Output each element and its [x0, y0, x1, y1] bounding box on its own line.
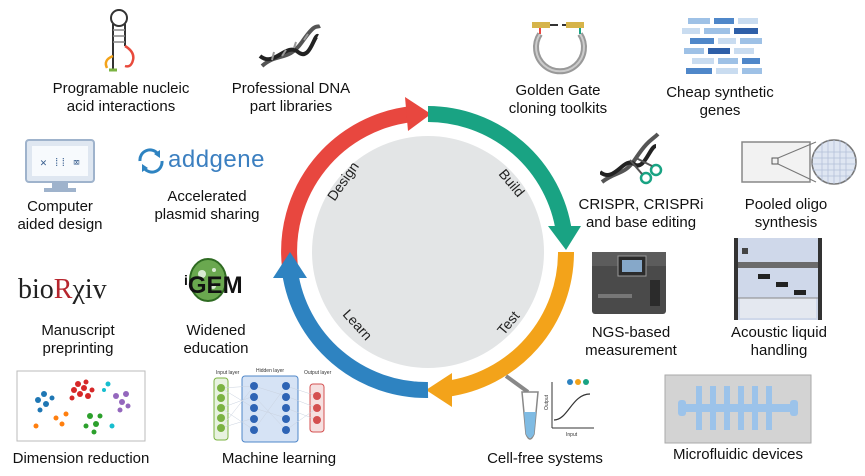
test-arrowhead [426, 373, 452, 407]
nn-hidden-layer-text: Hidden layer [256, 368, 284, 374]
label-cad: Computer aided design [17, 198, 103, 233]
design-arc [281, 106, 414, 268]
igem-logo-i: i [184, 272, 188, 288]
igem-logo: iGEM [184, 272, 243, 300]
label-dna-parts: Professional DNA part libraries [231, 80, 351, 115]
addgene-logo: addgene [168, 146, 265, 173]
label-oligo: Pooled oligo synthesis [744, 196, 828, 231]
label-ngs: NGS-based measurement [585, 324, 677, 359]
learn-arrowhead [273, 252, 307, 278]
computer-monitor-icon: ✕ ⁞⁞ ⌧ [25, 139, 95, 192]
addgene-swirl-icon [138, 148, 164, 174]
test-arc [444, 251, 575, 397]
biorxiv-logo: bioRχiv [18, 274, 107, 306]
gene-fragments-icon [682, 18, 762, 74]
label-plasmid: Accelerated plasmid sharing [154, 188, 260, 223]
sequencer-machine-icon [592, 252, 666, 314]
label-cellfree: Cell-free systems [487, 450, 603, 467]
cell-free-tube-icon: Output Input [504, 374, 594, 440]
dna-helix-icon [258, 24, 321, 68]
cf-axis-x-text: Input [566, 432, 578, 438]
label-microfluidic: Microfluidic devices [672, 446, 804, 463]
nn-input-layer-text: Input layer [216, 370, 240, 376]
svg-text:✕ ⁞⁞ ⌧: ✕ ⁞⁞ ⌧ [40, 158, 80, 170]
build-arrowhead [548, 226, 581, 250]
plasmid-ring-icon [532, 22, 587, 75]
rna-hairpin-icon [104, 9, 135, 72]
learn-arc [282, 270, 429, 399]
biorxiv-logo-r: R [53, 274, 73, 305]
biorxiv-logo-part2: χiv [72, 274, 107, 305]
label-acoustic: Acoustic liquid handling [731, 324, 827, 359]
dbtl-cycle: Design Build Test Learn [273, 97, 581, 407]
cycle-center [312, 136, 544, 368]
nn-output-layer-text: Output layer [304, 370, 332, 376]
label-crispr: CRISPR, CRISPRi and base editing [578, 196, 704, 231]
tsne-plot-icon [16, 370, 146, 442]
biorxiv-logo-part1: bio [18, 274, 54, 305]
label-dimred: Dimension reduction [12, 450, 150, 467]
label-education: Widened education [183, 322, 249, 357]
crispr-scissors-icon [600, 132, 663, 185]
oligo-chip-icon [741, 139, 857, 185]
neural-network-icon: Input layer Hidden layer Output layer [213, 368, 332, 443]
igem-cell-icon [189, 258, 227, 302]
label-preprint: Manuscript preprinting [41, 322, 115, 357]
build-arc [427, 106, 572, 234]
cf-axis-y-text: Output [544, 394, 550, 410]
label-programmable: Programable nucleic acid interactions [52, 80, 190, 115]
label-cheap-genes: Cheap synthetic genes [666, 84, 774, 119]
design-arrowhead [405, 97, 431, 131]
microfluidic-chip-icon [664, 374, 812, 444]
acoustic-handler-icon [734, 238, 822, 320]
label-ml: Machine learning [221, 450, 337, 467]
label-golden-gate: Golden Gate cloning toolkits [508, 82, 608, 117]
igem-logo-gem: GEM [187, 272, 243, 299]
